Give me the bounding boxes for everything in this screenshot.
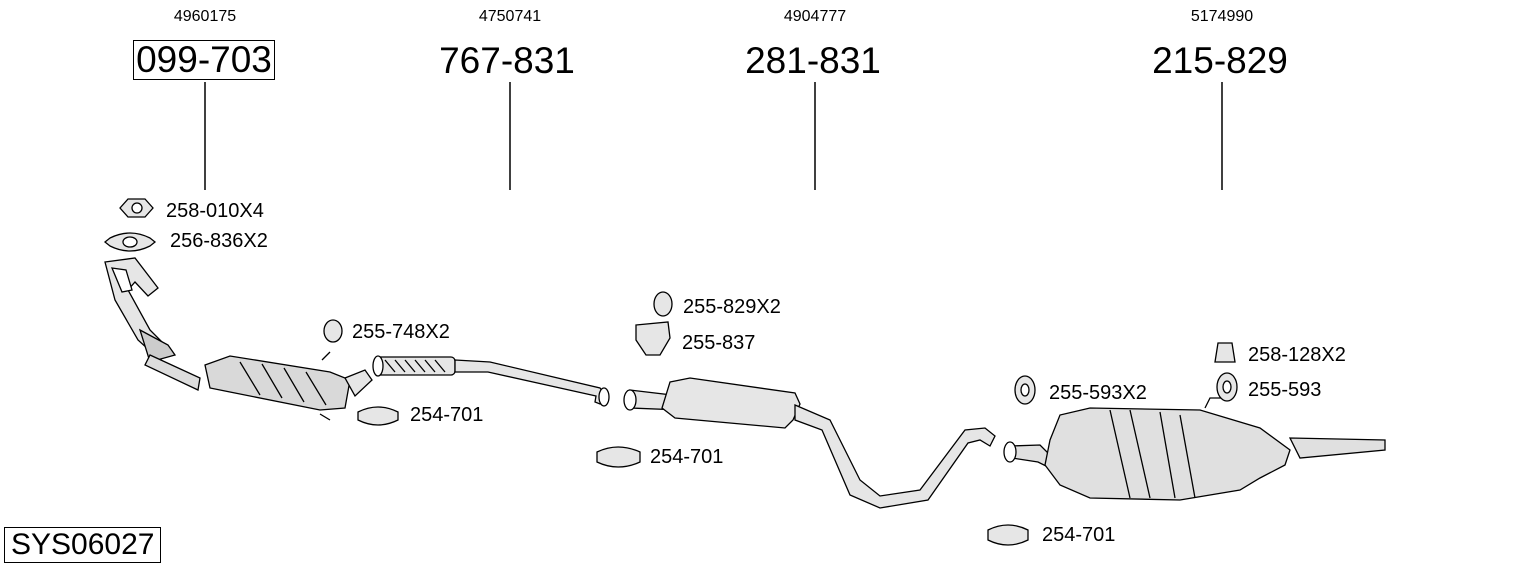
accessory-label[interactable]: 254-701 bbox=[650, 446, 724, 468]
oem-number: 4960175 bbox=[173, 8, 237, 25]
part-number[interactable]: 215-829 bbox=[1152, 40, 1288, 81]
accessory-label[interactable]: 258-010X4 bbox=[166, 200, 264, 222]
clamp-icon bbox=[987, 524, 1029, 546]
clip-icon bbox=[1214, 342, 1236, 363]
accessory-label[interactable]: 255-593 bbox=[1248, 379, 1322, 401]
bracket-icon bbox=[635, 321, 671, 356]
accessory-label[interactable]: 254-701 bbox=[1042, 524, 1116, 546]
front-pipe bbox=[372, 355, 610, 407]
accessory-label[interactable]: 255-593X2 bbox=[1049, 382, 1147, 404]
clamp-icon bbox=[357, 406, 399, 426]
accessory-label[interactable]: 254-701 bbox=[410, 404, 484, 426]
accessory-label[interactable]: 255-748X2 bbox=[352, 321, 450, 343]
part-number-selected[interactable]: 099-703 bbox=[133, 40, 275, 80]
rear-silencer bbox=[1003, 397, 1386, 501]
oem-number: 4750741 bbox=[478, 8, 542, 25]
part-number[interactable]: 281-831 bbox=[745, 40, 881, 81]
part-number[interactable]: 767-831 bbox=[439, 40, 575, 81]
catalytic-converter bbox=[104, 257, 373, 421]
middle-silencer bbox=[623, 377, 996, 509]
accessory-label[interactable]: 255-829X2 bbox=[683, 296, 781, 318]
system-code: SYS06027 bbox=[4, 527, 162, 563]
rubber-hanger-icon bbox=[653, 291, 673, 317]
oem-number: 4904777 bbox=[783, 8, 847, 25]
accessory-label[interactable]: 255-837 bbox=[682, 332, 756, 354]
accessory-label[interactable]: 258-128X2 bbox=[1248, 344, 1346, 366]
accessory-label[interactable]: 256-836X2 bbox=[170, 230, 268, 252]
rubber-hanger-icon bbox=[323, 319, 343, 343]
clamp-icon bbox=[596, 446, 641, 468]
oem-number: 5174990 bbox=[1190, 8, 1254, 25]
